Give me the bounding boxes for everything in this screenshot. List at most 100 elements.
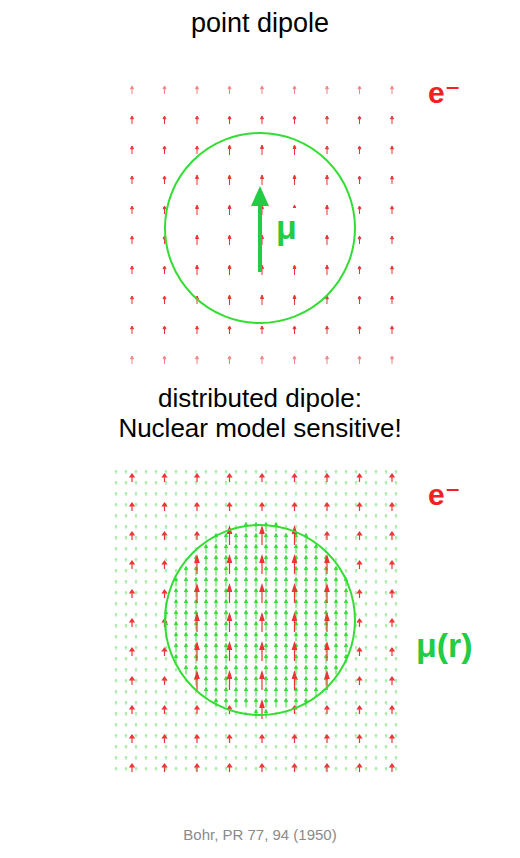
magnetisation-arrow xyxy=(305,734,307,738)
magnetisation-arrow xyxy=(204,633,207,642)
magnetisation-arrow xyxy=(285,723,287,727)
magnetisation-arrow xyxy=(355,481,357,485)
field-arrow xyxy=(326,175,329,185)
magnetisation-arrow xyxy=(175,558,177,562)
magnetisation-arrow xyxy=(145,712,147,716)
magnetisation-arrow xyxy=(145,745,147,749)
magnetisation-arrow xyxy=(194,633,197,642)
magnetisation-arrow xyxy=(304,611,307,620)
field-arrow xyxy=(390,677,394,685)
field-arrow xyxy=(261,295,264,305)
magnetisation-arrow xyxy=(165,701,167,705)
magnetisation-arrow xyxy=(284,556,287,565)
magnetisation-arrow xyxy=(345,470,347,474)
magnetisation-arrow xyxy=(385,470,387,474)
magnetisation-arrow xyxy=(125,525,127,529)
magnetisation-arrow xyxy=(214,589,217,598)
magnetisation-arrow xyxy=(355,756,357,760)
magnetisation-arrow xyxy=(224,699,227,708)
magnetisation-arrow xyxy=(115,679,117,683)
magnetisation-arrow xyxy=(395,745,397,749)
magnetisation-arrow xyxy=(284,545,287,554)
magnetisation-arrow xyxy=(115,602,117,606)
magnetisation-arrow xyxy=(375,679,377,683)
field-arrow xyxy=(130,677,134,685)
magnetisation-arrow xyxy=(274,688,277,697)
magnetisation-arrow xyxy=(365,657,367,661)
magnetisation-arrow xyxy=(385,613,387,617)
magnetisation-arrow xyxy=(255,514,257,518)
magnetisation-arrow xyxy=(314,556,317,565)
magnetisation-arrow xyxy=(305,767,307,771)
magnetisation-arrow xyxy=(155,635,157,639)
magnetisation-arrow xyxy=(294,545,297,554)
magnetisation-arrow xyxy=(284,633,287,642)
magnetisation-arrow xyxy=(185,481,187,485)
field-arrow xyxy=(196,146,199,154)
magnetisation-arrow xyxy=(215,503,217,507)
magnetisation-arrow xyxy=(155,723,157,727)
magnetisation-arrow xyxy=(345,492,347,496)
magnetisation-arrow xyxy=(215,712,217,716)
magnetisation-arrow xyxy=(245,492,247,496)
magnetisation-arrow xyxy=(304,578,307,587)
magnetisation-arrow xyxy=(395,646,397,650)
magnetisation-arrow xyxy=(275,492,277,496)
magnetisation-arrow xyxy=(254,644,257,653)
magnetisation-arrow xyxy=(284,567,287,576)
magnetisation-arrow xyxy=(304,556,307,565)
magnetisation-arrow xyxy=(265,767,267,771)
magnetisation-arrow xyxy=(165,470,167,474)
magnetisation-arrow xyxy=(205,470,207,474)
magnetisation-arrow xyxy=(395,723,397,727)
magnetisation-arrow xyxy=(264,611,267,620)
magnetisation-arrow xyxy=(315,481,317,485)
magnetisation-arrow xyxy=(274,644,277,653)
field-arrow xyxy=(260,764,264,772)
magnetisation-arrow xyxy=(264,666,267,675)
magnetisation-arrow xyxy=(214,578,217,587)
field-arrow xyxy=(228,205,231,215)
magnetisation-arrow xyxy=(165,712,167,716)
magnetisation-arrow xyxy=(395,558,397,562)
field-arrow xyxy=(325,532,329,540)
magnetisation-arrow xyxy=(345,767,347,771)
magnetisation-arrow xyxy=(375,525,377,529)
magnetisation-arrow xyxy=(254,545,257,554)
magnetisation-arrow xyxy=(175,503,177,507)
field-arrow xyxy=(325,556,329,574)
magnetisation-arrow xyxy=(395,657,397,661)
magnetisation-arrow xyxy=(345,558,347,562)
magnetisation-arrow xyxy=(355,668,357,672)
field-arrow xyxy=(163,266,166,274)
magnetisation-arrow xyxy=(135,580,137,584)
magnetisation-arrow xyxy=(365,591,367,595)
electron-label: e⁻ xyxy=(428,478,461,513)
field-arrow xyxy=(195,764,199,772)
magnetisation-arrow xyxy=(205,536,207,540)
magnetisation-arrow xyxy=(155,657,157,661)
magnetisation-arrow xyxy=(145,492,147,496)
magnetisation-arrow xyxy=(345,723,347,727)
magnetisation-arrow xyxy=(264,567,267,576)
magnetisation-arrow xyxy=(135,591,137,595)
magnetisation-arrow xyxy=(285,734,287,738)
magnetisation-arrow xyxy=(195,701,197,705)
magnetisation-arrow xyxy=(295,470,297,474)
magnetisation-arrow xyxy=(145,767,147,771)
field-arrow xyxy=(293,735,297,743)
magnetisation-arrow xyxy=(304,600,307,609)
magnetisation-arrow xyxy=(274,534,277,543)
magnetisation-arrow xyxy=(355,767,357,771)
magnetisation-arrow xyxy=(345,514,347,518)
field-arrow xyxy=(163,561,167,569)
magnetisation-arrow xyxy=(125,470,127,474)
magnetisation-arrow xyxy=(245,767,247,771)
magnetisation-arrow xyxy=(335,503,337,507)
magnetisation-arrow xyxy=(185,503,187,507)
magnetisation-arrow xyxy=(115,745,117,749)
field-arrow xyxy=(163,648,167,656)
field-arrow xyxy=(228,116,231,124)
field-arrow xyxy=(390,561,394,569)
magnetisation-arrow xyxy=(135,492,137,496)
